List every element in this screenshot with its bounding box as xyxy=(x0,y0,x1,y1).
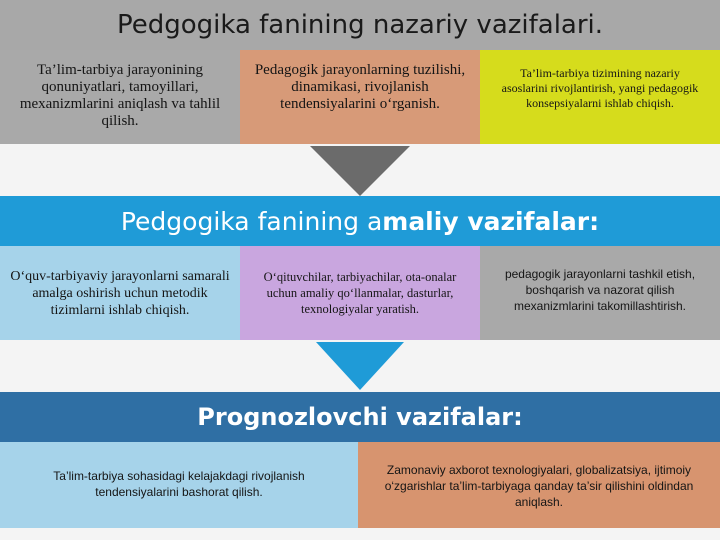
practical-tasks-title: Pedgogika fanining amaliy vazifalar: xyxy=(121,207,599,236)
down-arrow-blue-icon xyxy=(316,342,404,390)
down-arrow-gray-icon xyxy=(310,146,410,196)
theoretical-task-text-1: Ta’lim-tarbiya jarayonining qonuniyatlar… xyxy=(19,62,221,129)
prognostic-task-box-1: Ta’lim-tarbiya sohasidagi kelajakdagi ri… xyxy=(0,442,358,528)
theoretical-tasks-title: Pedgogika fanining nazariy vazifalari. xyxy=(116,10,604,40)
theoretical-task-text-2: Pedagogik jarayonlarning tuzilishi, dina… xyxy=(254,62,466,112)
prognostic-task-text-2: Zamonaviy axborot texnologiyalari, globa… xyxy=(384,463,694,509)
prognostic-tasks-title: Prognozlovchi vazifalar: xyxy=(197,403,523,431)
practical-task-box-2: O‘qituvchilar, tarbiyachilar, ota-onalar… xyxy=(240,246,480,340)
practical-task-box-3: pedagogik jarayonlarni tashkil etish, bo… xyxy=(480,246,720,340)
practical-tasks-banner: Pedgogika fanining amaliy vazifalar: xyxy=(0,196,720,246)
practical-task-text-2: O‘qituvchilar, tarbiyachilar, ota-onalar… xyxy=(263,270,457,316)
prognostic-task-box-2: Zamonaviy axborot texnologiyalari, globa… xyxy=(358,442,720,528)
practical-tasks-title-part1: Pedgogika fanining a xyxy=(120,206,383,236)
theoretical-task-box-3: Ta’lim-tarbiya tizimining nazariy asosla… xyxy=(480,50,720,144)
practical-task-text-3: pedagogik jarayonlarni tashkil etish, bo… xyxy=(504,267,696,313)
theoretical-task-text-3: Ta’lim-tarbiya tizimining nazariy asosla… xyxy=(501,66,699,110)
theoretical-task-box-2: Pedagogik jarayonlarning tuzilishi, dina… xyxy=(240,50,480,144)
prognostic-tasks-banner: Prognozlovchi vazifalar: xyxy=(0,392,720,442)
practical-tasks-title-part2: maliy vazifalar: xyxy=(382,206,600,236)
theoretical-tasks-banner: Pedgogika fanining nazariy vazifalari. xyxy=(0,0,720,50)
practical-task-text-1: O‘quv-tarbiyaviy jarayonlarni samarali a… xyxy=(10,268,230,318)
theoretical-task-box-1: Ta’lim-tarbiya jarayonining qonuniyatlar… xyxy=(0,50,240,144)
practical-task-box-1: O‘quv-tarbiyaviy jarayonlarni samarali a… xyxy=(0,246,240,340)
prognostic-task-text-1: Ta’lim-tarbiya sohasidagi kelajakdagi ri… xyxy=(53,469,305,499)
